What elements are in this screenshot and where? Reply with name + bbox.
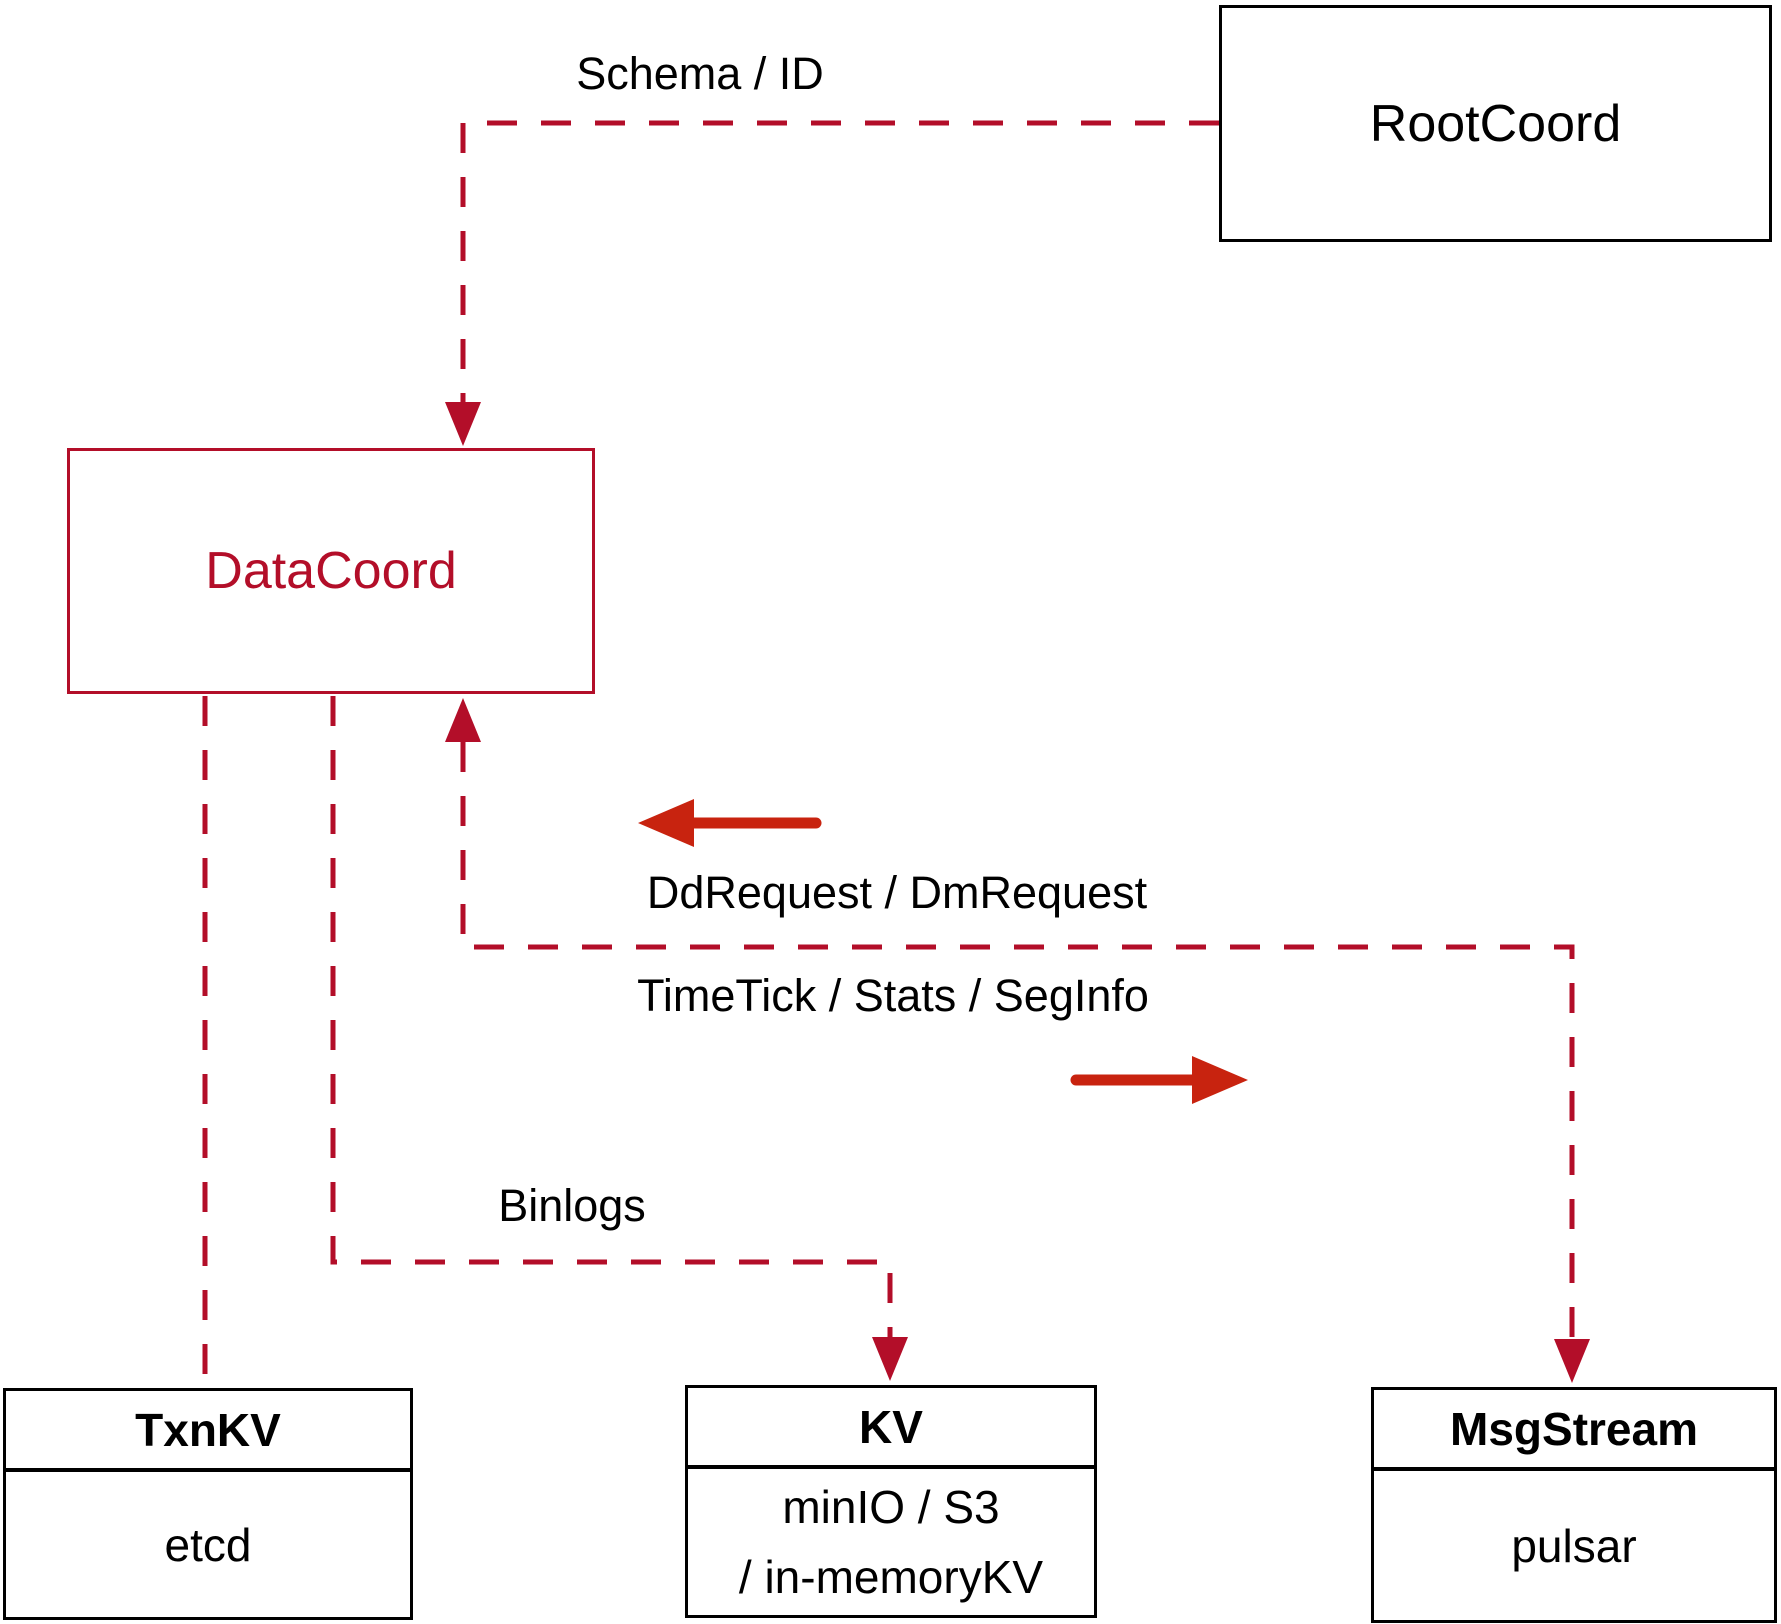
- arrowhead-down-kv-icon: [872, 1337, 908, 1381]
- node-kv: KV minIO / S3 / in-memoryKV: [685, 1385, 1097, 1618]
- arrowhead-down-datacoord-icon: [445, 402, 481, 446]
- node-kv-subtitle-line1: minIO / S3: [782, 1481, 1000, 1533]
- arrowhead-down-msgstream-icon: [1554, 1339, 1590, 1383]
- node-kv-subtitle-line2: / in-memoryKV: [738, 1551, 1044, 1603]
- node-rootcoord: RootCoord: [1219, 5, 1772, 242]
- node-kv-body: minIO / S3 / in-memoryKV: [688, 1469, 1094, 1615]
- edge-requests-line: [460, 742, 1575, 1339]
- arrowhead-up-datacoord-icon: [445, 698, 481, 742]
- node-msgstream-title: MsgStream: [1374, 1390, 1774, 1471]
- node-msgstream-body: pulsar: [1374, 1471, 1774, 1620]
- edge-label-ddrequest-dmrequest: DdRequest / DmRequest: [646, 867, 1148, 918]
- edge-label-timetick-stats-seginfo: TimeTick / Stats / SegInfo: [637, 970, 1149, 1021]
- node-rootcoord-label: RootCoord: [1369, 94, 1622, 153]
- edge-schema-id-line: [460, 120, 1219, 402]
- edge-label-schema-id: Schema / ID: [576, 48, 824, 99]
- left-direction-arrow-icon: [638, 799, 822, 847]
- node-datacoord-label: DataCoord: [205, 542, 457, 600]
- right-direction-arrow-icon: [1070, 1056, 1248, 1104]
- node-txnkv-subtitle: etcd: [164, 1518, 252, 1571]
- node-msgstream: MsgStream pulsar: [1371, 1387, 1777, 1623]
- node-kv-title: KV: [688, 1388, 1094, 1469]
- node-txnkv-title: TxnKV: [6, 1391, 410, 1472]
- node-datacoord: DataCoord: [67, 448, 595, 694]
- node-txnkv: TxnKV etcd: [3, 1388, 413, 1620]
- edge-label-binlogs: Binlogs: [498, 1180, 646, 1231]
- node-msgstream-subtitle: pulsar: [1511, 1519, 1637, 1572]
- node-txnkv-body: etcd: [6, 1472, 410, 1617]
